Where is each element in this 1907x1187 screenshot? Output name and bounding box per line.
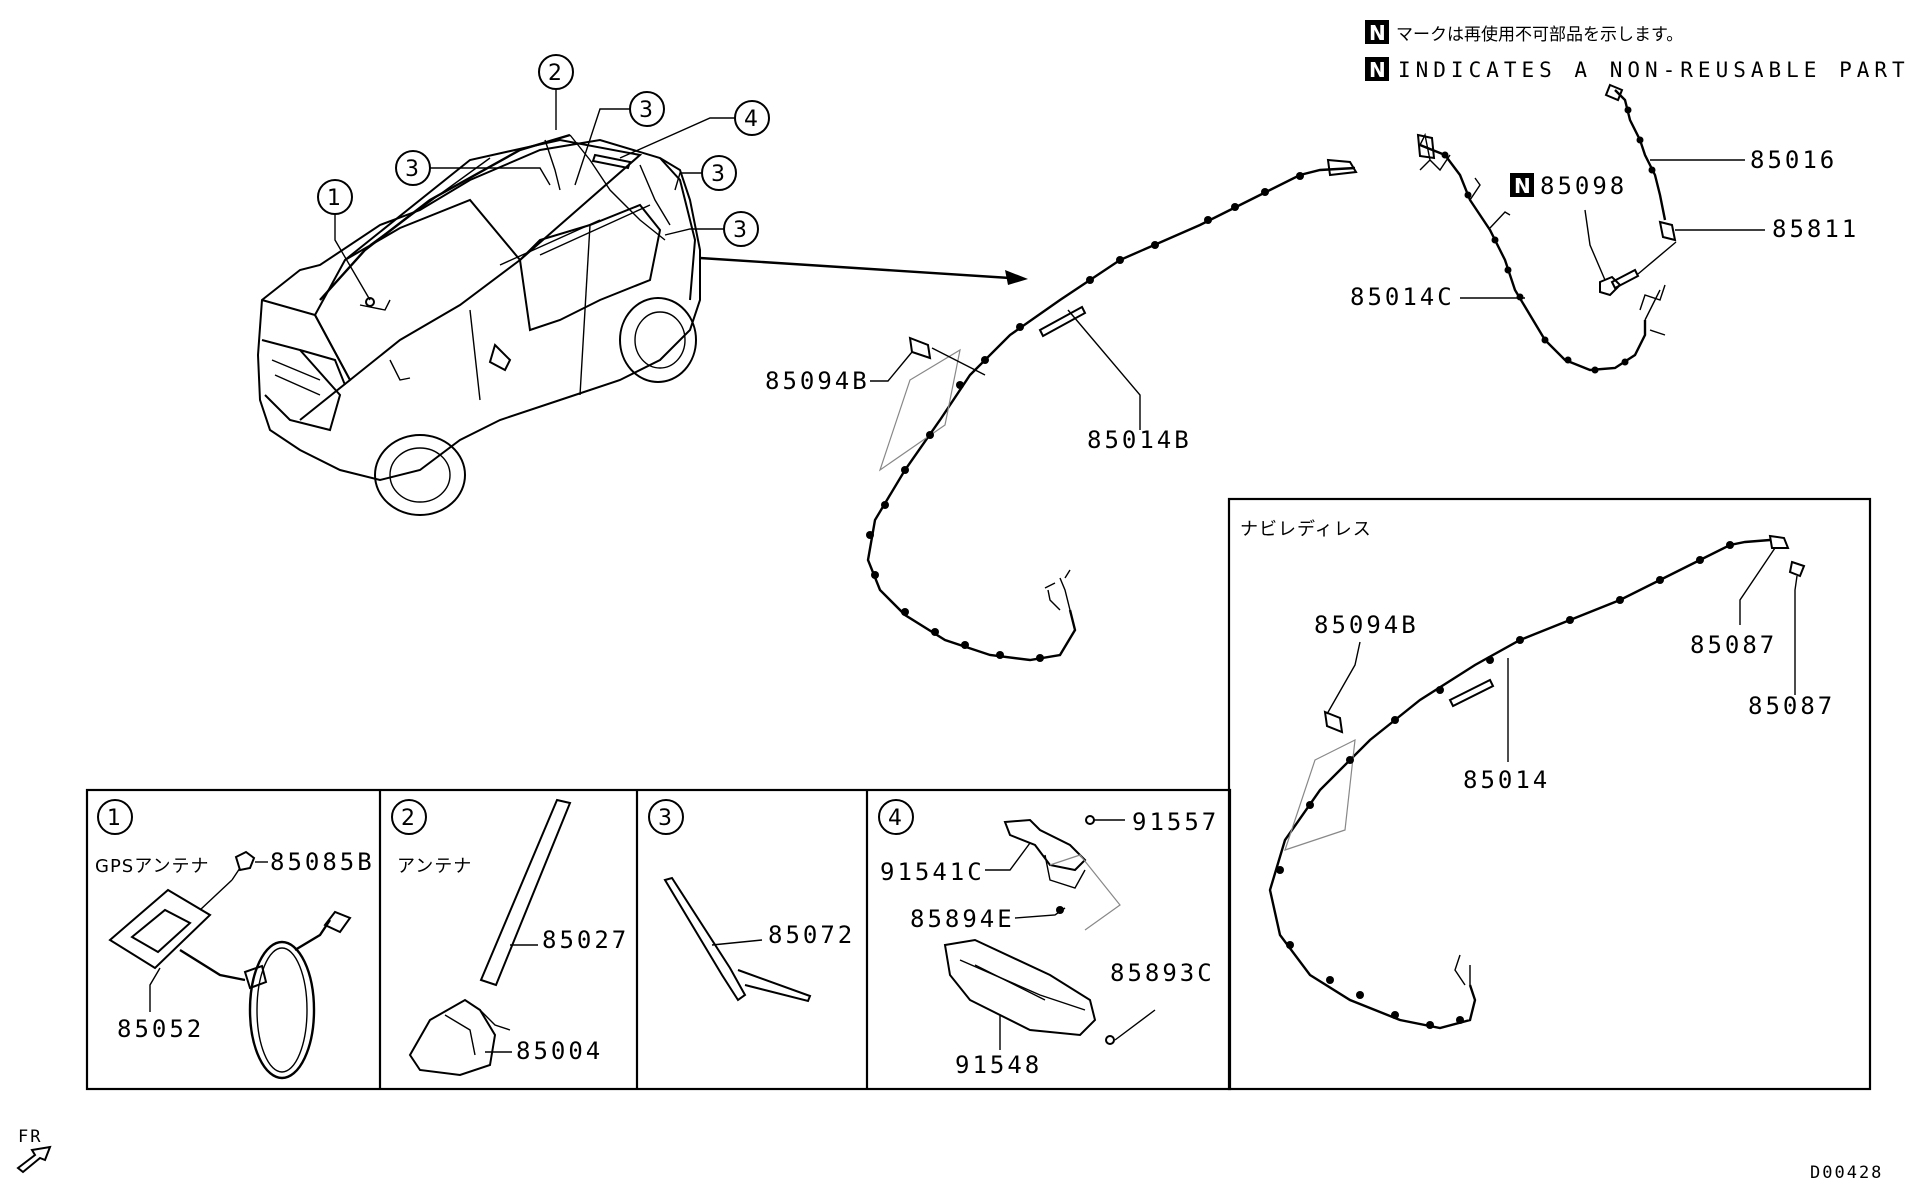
badge-85098-letter: N — [1514, 174, 1531, 198]
diagram-code: D00428 — [1810, 1163, 1883, 1183]
panel1-number: 1 — [107, 806, 121, 831]
panel4-number: 4 — [888, 806, 902, 831]
label-85052: 85052 — [117, 1015, 204, 1043]
navi-label-85087b: 85087 — [1748, 692, 1835, 720]
non-reusable-note: N マークは再使用不可部品を示します。 N INDICATES A NON-RE… — [1365, 20, 1907, 82]
callout-3b: 3 — [639, 98, 653, 123]
label-91548: 91548 — [955, 1051, 1042, 1079]
navi-label-85087a: 85087 — [1690, 631, 1777, 659]
detail-panels-frame — [85, 788, 1232, 1091]
label-85004: 85004 — [516, 1037, 603, 1065]
label-85894e: 85894E — [910, 905, 1015, 933]
panel2-title: アンテナ — [397, 856, 472, 877]
navi-label-85094b: 85094B — [1314, 611, 1419, 639]
panel-antenna: 2 アンテナ 85027 85004 — [391, 798, 629, 1077]
label-85094b: 85094B — [765, 367, 870, 395]
label-91557: 91557 — [1132, 808, 1219, 836]
panel2-number: 2 — [401, 806, 415, 831]
callout-3c: 3 — [711, 162, 725, 187]
badge-85098 — [1510, 173, 1534, 197]
note-badge-1: N — [1369, 21, 1386, 45]
panel3-number: 3 — [658, 806, 672, 831]
note-line-en: INDICATES A NON-REUSABLE PART. — [1398, 58, 1907, 82]
callout-3a: 3 — [405, 157, 419, 182]
navi-less-title: ナビレディレス — [1240, 519, 1372, 540]
callout-1: 1 — [327, 186, 341, 211]
car-illustration — [256, 133, 701, 516]
front-direction-indicator: FR — [16, 1127, 52, 1174]
callout-4: 4 — [744, 107, 758, 132]
fr-label: FR — [18, 1127, 42, 1147]
label-85016: 85016 — [1750, 146, 1837, 174]
label-85098: 85098 — [1540, 172, 1627, 200]
label-85027: 85027 — [542, 926, 629, 954]
panel-clip: 3 85072 — [648, 799, 855, 1003]
harness-85014 — [1268, 534, 1806, 1030]
note-badge-2: N — [1369, 58, 1386, 82]
panel-gps-antenna: 1 GPSアンテナ 85085B 85052 — [95, 799, 375, 1080]
callout-3d: 3 — [733, 218, 747, 243]
navi-label-85014: 85014 — [1463, 766, 1550, 794]
label-85893c: 85893C — [1110, 959, 1215, 987]
harness-85014b — [866, 158, 1358, 662]
panel-stop-lamp: 4 91557 91541C 85894E 85893C 91548 — [878, 799, 1219, 1079]
label-85014b: 85014B — [1087, 426, 1192, 454]
label-85085b: 85085B — [270, 848, 375, 876]
callout-2: 2 — [548, 61, 562, 86]
car-callouts: 1 2 3 3 4 3 3 — [317, 54, 770, 301]
label-85072: 85072 — [768, 921, 855, 949]
navi-less-panel — [1227, 497, 1872, 1091]
label-85811: 85811 — [1772, 215, 1859, 243]
direction-arrow — [699, 256, 1028, 285]
label-91541c: 91541C — [880, 858, 985, 886]
note-line-jp: マークは再使用不可部品を示します。 — [1396, 24, 1683, 45]
label-85014c: 85014C — [1350, 283, 1455, 311]
panel1-title: GPSアンテナ — [95, 856, 210, 877]
harness-85014c — [1416, 83, 1677, 374]
